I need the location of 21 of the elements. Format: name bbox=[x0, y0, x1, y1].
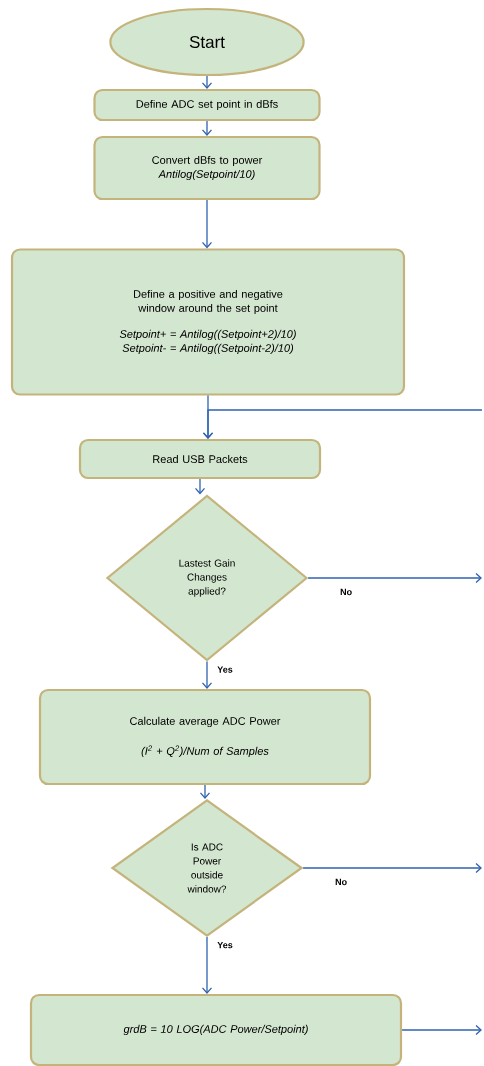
arrow bbox=[401, 1024, 482, 1036]
edge-label: No bbox=[340, 588, 352, 596]
process-box: Define ADC set point in dBfs bbox=[93, 88, 321, 122]
arrow bbox=[202, 409, 483, 439]
arrow bbox=[201, 660, 213, 689]
arrow bbox=[201, 120, 213, 136]
arrow bbox=[199, 784, 211, 799]
arrow bbox=[307, 572, 482, 584]
arrow bbox=[201, 936, 213, 994]
arrow bbox=[201, 75, 213, 89]
arrow bbox=[201, 199, 213, 249]
arrow bbox=[302, 862, 482, 874]
process-box: Define a positive and negative window around the set point Setpoint+ = Antilog((Setpoint+2)/10) Setpoint- = Antilog((Setpoint-2)/10) bbox=[10, 248, 406, 396]
edge-label: Yes bbox=[217, 941, 233, 949]
process-box: Calculate average ADC Power (I$^{2}$ + Q$^{2}$)/Num of Samples bbox=[38, 688, 372, 786]
process-box: Read USB Packets bbox=[78, 438, 322, 480]
arrow bbox=[194, 478, 206, 495]
edge-label: Yes bbox=[217, 666, 233, 673]
edge-label: No bbox=[335, 878, 347, 886]
process-box: Convert dBfs to power Antilog(Setpoint/10) bbox=[93, 135, 321, 201]
process-box: grdB = 10 LOG(ADC Power/Setpoint) bbox=[29, 993, 403, 1066]
